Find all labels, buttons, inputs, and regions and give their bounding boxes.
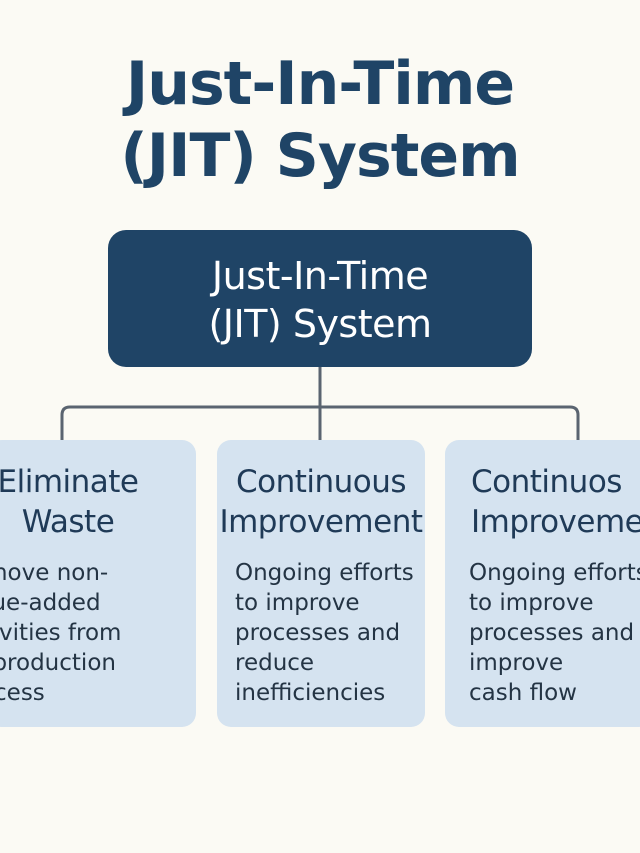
node-desc-line: to improve <box>235 590 360 616</box>
node-title-line: Continuous <box>235 464 407 500</box>
node-title: Continuous Improvement <box>217 462 425 542</box>
node-title-line: Improvement <box>219 504 423 540</box>
node-description: emove non- alue-added ctivities from e p… <box>0 558 196 708</box>
page-title: Just-In-Time (JIT) System <box>0 48 640 192</box>
node-desc-line: reduce <box>235 650 315 676</box>
node-desc-line: inefficiencies <box>235 680 386 706</box>
node-desc-line: e production <box>0 650 116 676</box>
node-description: Ongoing efforts to improve processes and… <box>445 558 640 708</box>
root-node-line-2: (JIT) System <box>208 302 432 346</box>
node-title: Continuos Improveme <box>445 462 640 542</box>
node-desc-line: improve <box>469 650 564 676</box>
node-desc-line: Ongoing efforts <box>235 560 414 586</box>
node-desc-line: processes and <box>469 620 635 646</box>
node-desc-line: processes and <box>235 620 401 646</box>
node-desc-line: rocess <box>0 680 45 706</box>
node-description: Ongoing efforts to improve processes and… <box>217 558 425 708</box>
page-title-line-2: (JIT) System <box>120 121 520 191</box>
node-title-line: Eliminate <box>0 464 139 500</box>
node-title: Eliminate Waste <box>0 462 172 542</box>
node-title-line: Continuos <box>471 464 622 500</box>
child-node-eliminate-waste: Eliminate Waste emove non- alue-added ct… <box>0 440 196 727</box>
root-node-line-1: Just-In-Time <box>211 254 429 298</box>
node-desc-line: alue-added <box>0 590 101 616</box>
node-desc-line: Ongoing efforts <box>469 560 640 586</box>
node-desc-line: cash flow <box>469 680 577 706</box>
child-node-continuos-improveme: Continuos Improveme Ongoing efforts to i… <box>445 440 640 727</box>
node-title-line: Waste <box>21 504 115 540</box>
node-desc-line: emove non- <box>0 560 109 586</box>
node-desc-line: ctivities from <box>0 620 122 646</box>
node-title-line: Improveme <box>471 504 640 540</box>
child-node-continuous-improvement: Continuous Improvement Ongoing efforts t… <box>217 440 425 727</box>
root-node: Just-In-Time (JIT) System <box>108 230 532 367</box>
page-title-line-1: Just-In-Time <box>125 49 515 119</box>
node-desc-line: to improve <box>469 590 594 616</box>
connector-branch-bar <box>60 405 580 442</box>
